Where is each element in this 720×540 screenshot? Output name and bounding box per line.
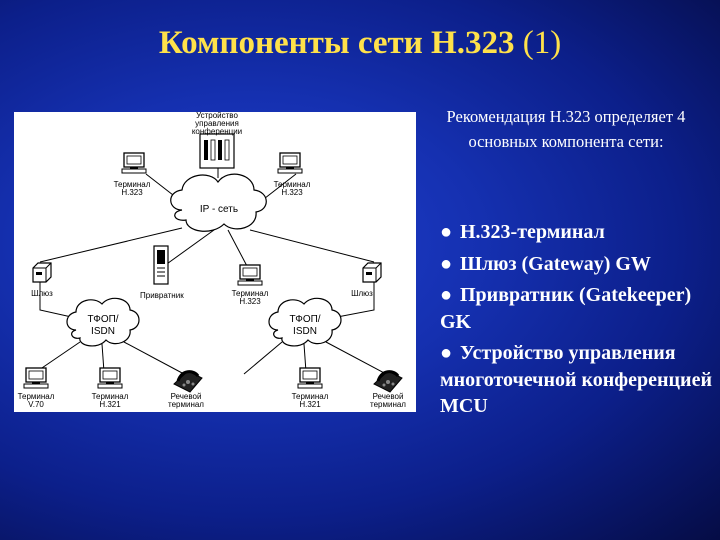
pstn-right-label-1: ТФОП/ (289, 314, 320, 325)
terminal-h321-left-icon (97, 367, 123, 389)
connection-lines (35, 164, 387, 375)
list-item-text: Н.323-терминал (460, 221, 605, 243)
terminal-right-icon (277, 152, 303, 174)
gatekeeper-label: Привратник (140, 291, 184, 300)
terminal-mid-label-1: Терминал (232, 289, 269, 298)
list-item-gateway: ● Шлюз (Gateway) GW (440, 251, 712, 278)
pstn-right-label-2: ISDN (293, 326, 317, 337)
speech-right-label-1: Речевой (373, 392, 404, 401)
terminal-right-label-2: Н.323 (281, 188, 303, 197)
list-item-text: Шлюз (Gateway) GW (460, 252, 651, 275)
terminal-h321-right-label-2: Н.321 (299, 400, 321, 409)
terminal-mid-label-2: Н.323 (239, 297, 261, 306)
terminal-h321-left-label-2: Н.321 (99, 400, 121, 409)
list-item-text: Устройство управления многоточечной конф… (440, 342, 712, 417)
list-item-mcu: ● Устройство управления многоточечной ко… (440, 340, 712, 420)
gateway-right-icon (362, 262, 382, 283)
gateway-left-label: Шлюз (31, 289, 53, 298)
terminal-h321-right-label-1: Терминал (292, 392, 329, 401)
ip-cloud (170, 173, 267, 232)
ip-cloud-label: IP - сеть (200, 204, 238, 215)
speech-left-label-2: терминал (168, 400, 204, 409)
speech-terminal-right-icon (372, 369, 404, 394)
mcu-icon (199, 133, 235, 169)
network-diagram: Устройство управления конференции IP - с… (14, 112, 416, 412)
title-main: Компоненты сети Н.323 (158, 25, 515, 61)
terminal-h321-left-label-1: Терминал (92, 392, 129, 401)
terminal-h321-right-icon (297, 367, 323, 389)
pstn-cloud-left (66, 297, 140, 347)
terminal-v70-icon (23, 367, 49, 389)
terminal-mid-icon (237, 264, 263, 286)
terminal-left-icon (121, 152, 147, 174)
list-item-terminal: ● Н.323-терминал (440, 219, 712, 246)
mcu-label-1: Устройство (196, 112, 238, 120)
gatekeeper-icon (153, 245, 169, 285)
pstn-left-label-1: ТФОП/ (87, 314, 118, 325)
component-list: ● Н.323-терминал ● Шлюз (Gateway) GW ● П… (440, 219, 712, 425)
terminal-right-label-1: Терминал (274, 180, 311, 189)
pstn-left-label-2: ISDN (91, 326, 115, 337)
list-item-text: Привратник (Gatekeeper) GK (440, 284, 692, 333)
pstn-cloud-right (268, 297, 342, 347)
bullet: ● (440, 284, 453, 306)
mcu-label-3: конференции (192, 127, 242, 136)
speech-left-label-1: Речевой (171, 392, 202, 401)
network-diagram-svg: Устройство управления конференции IP - с… (18, 112, 407, 409)
list-item-gatekeeper: ● Привратник (Gatekeeper) GK (440, 282, 712, 335)
bullet: ● (440, 342, 453, 364)
speech-terminal-left-icon (172, 369, 204, 394)
intro-text: Рекомендация Н.323 определяет 4 основных… (446, 107, 686, 151)
speech-right-label-2: терминал (370, 400, 406, 409)
bullet: ● (440, 252, 453, 275)
gateway-right-label: Шлюз (351, 289, 373, 298)
gateway-left-icon (32, 262, 52, 283)
terminal-left-label-1: Терминал (114, 180, 151, 189)
bullet: ● (440, 221, 453, 243)
terminal-left-label-2: Н.323 (121, 188, 143, 197)
terminal-v70-label-1: Терминал (18, 392, 55, 401)
terminal-v70-label-2: V.70 (28, 400, 44, 409)
mcu-label-2: управления (195, 119, 239, 128)
slide-title: Компоненты сети Н.323 (1) (0, 20, 720, 66)
title-suffix: (1) (522, 25, 562, 61)
